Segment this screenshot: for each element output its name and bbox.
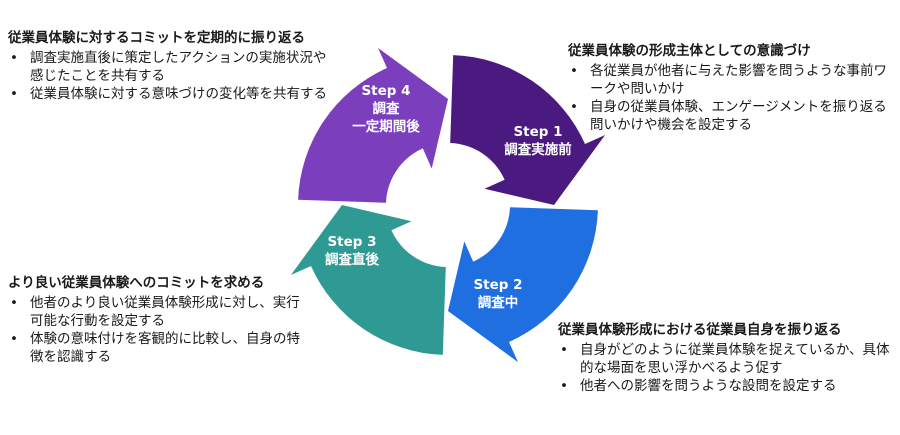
step2-description: 従業員体験形成における従業員自身を振り返る 自身がどのように従業員体験を捉えてい… <box>558 322 898 397</box>
step2-bullet: 他者への影響を問うような設問を設定する <box>558 378 898 396</box>
step4-heading: 従業員体験に対するコミットを定期的に振り返る <box>8 30 305 46</box>
step3-arrow <box>290 205 446 355</box>
step2-bullet: 自身がどのように従業員体験を捉えているか、具体的な場面を思い浮かべるよう促す <box>558 342 898 377</box>
step3-bullet: 体験の意味付けを客観的に比較し、自身の特徴を認識する <box>8 331 308 366</box>
step2-arrow <box>448 207 598 363</box>
step3-heading: より良い従業員体験へのコミットを求める <box>8 275 265 291</box>
step1-bullet: 自身の従業員体験、エンゲージメントを振り返る問いかけや機会を設定する <box>568 99 898 134</box>
step4-description: 従業員体験に対するコミットを定期的に振り返る 調査実施直後に策定したアクションの… <box>8 30 338 105</box>
step1-arrow <box>450 55 606 205</box>
step1-bullet: 各従業員が他者に与えた影響を問うような事前ワークや問いかけ <box>568 63 898 98</box>
step2-heading: 従業員体験形成における従業員自身を振り返る <box>558 322 842 338</box>
step3-bullet: 他者のより良い従業員体験形成に対し、実行可能な行動を設定する <box>8 295 308 330</box>
step4-arrow <box>298 47 448 203</box>
step4-bullet: 従業員体験に対する意味づけの変化等を共有する <box>8 86 338 104</box>
step4-bullet: 調査実施直後に策定したアクションの実施状況や感じたことを共有する <box>8 50 338 85</box>
step1-heading: 従業員体験の形成主体としての意識づけ <box>568 43 811 59</box>
step1-description: 従業員体験の形成主体としての意識づけ 各従業員が他者に与えた影響を問うような事前… <box>568 43 898 135</box>
step3-description: より良い従業員体験へのコミットを求める 他者のより良い従業員体験形成に対し、実行… <box>8 275 308 367</box>
